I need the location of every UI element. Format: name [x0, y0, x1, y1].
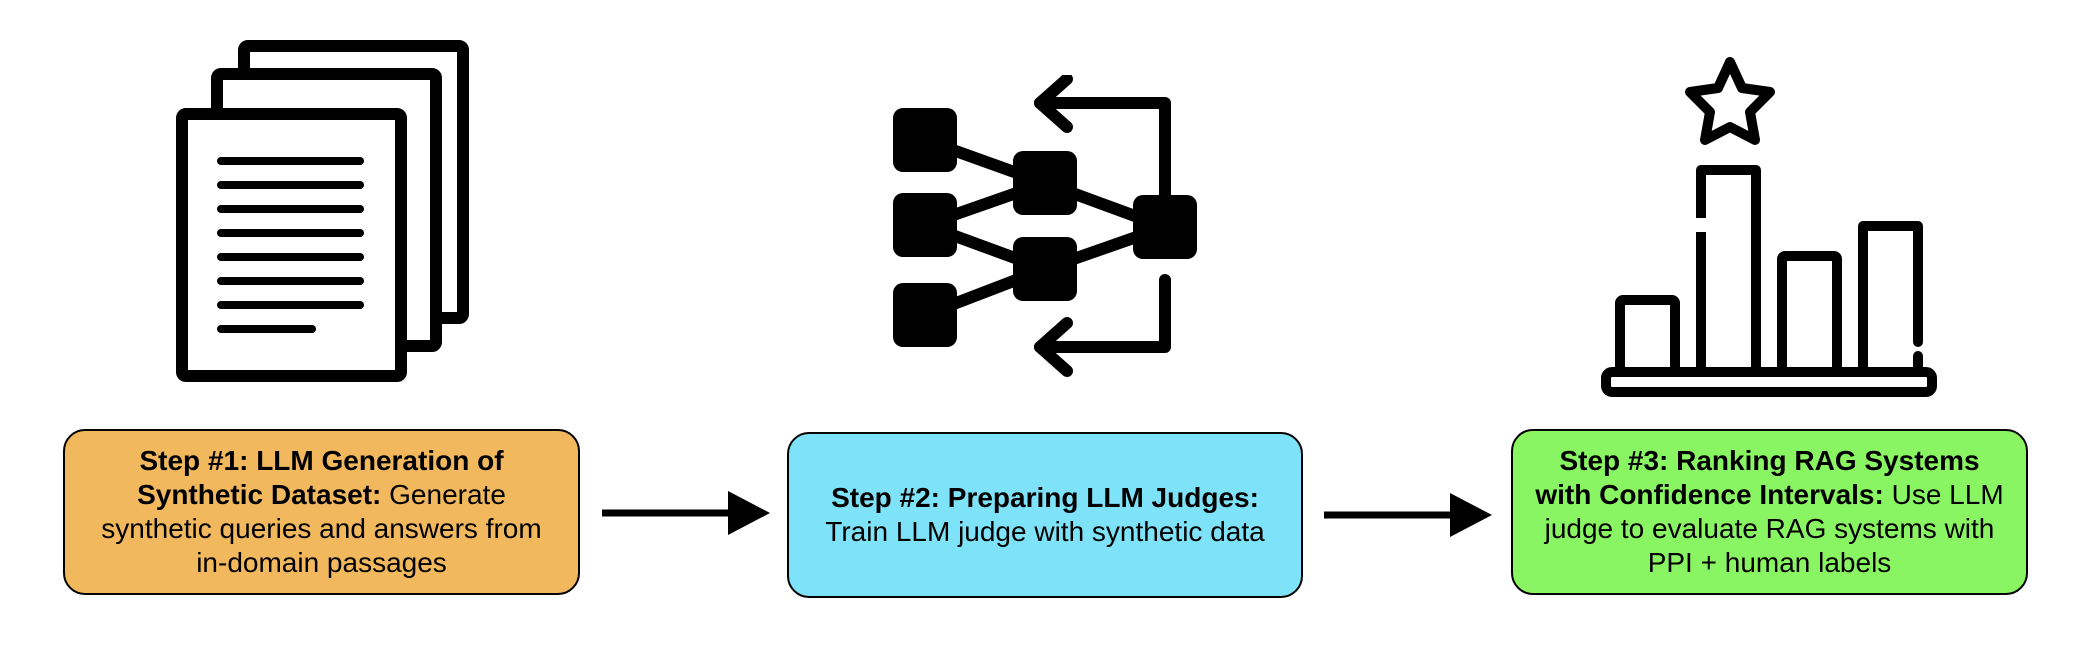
step-1-title: Step #1: LLM Generation of Synthetic Dat…: [137, 445, 504, 510]
step-3-title: Step #3: Ranking RAG Systems with Confid…: [1535, 445, 1980, 510]
step-1-box: Step #1: LLM Generation of Synthetic Dat…: [63, 429, 580, 595]
step-3-box: Step #3: Ranking RAG Systems with Confid…: [1511, 429, 2028, 595]
bar-chart-star-icon: [1601, 57, 1937, 397]
step-1-body: Generate synthetic queries and answers f…: [101, 479, 542, 578]
step-2-text: Step #2: Preparing LLM Judges: Train LLM…: [811, 481, 1279, 549]
documents-icon: [176, 40, 469, 382]
arrow-step2-to-step3: [1324, 493, 1492, 537]
step-2-body: Train LLM judge with synthetic data: [825, 516, 1265, 547]
arrow-step1-to-step2: [602, 491, 770, 535]
step-3-text: Step #3: Ranking RAG Systems with Confid…: [1535, 444, 2004, 580]
step-3-body: Use LLM judge to evaluate RAG systems wi…: [1544, 479, 2004, 578]
step-1-text: Step #1: LLM Generation of Synthetic Dat…: [87, 444, 556, 580]
step-2-box: Step #2: Preparing LLM Judges: Train LLM…: [787, 432, 1303, 598]
step-2-title: Step #2: Preparing LLM Judges:: [831, 482, 1259, 513]
neural-network-icon: [893, 75, 1197, 377]
